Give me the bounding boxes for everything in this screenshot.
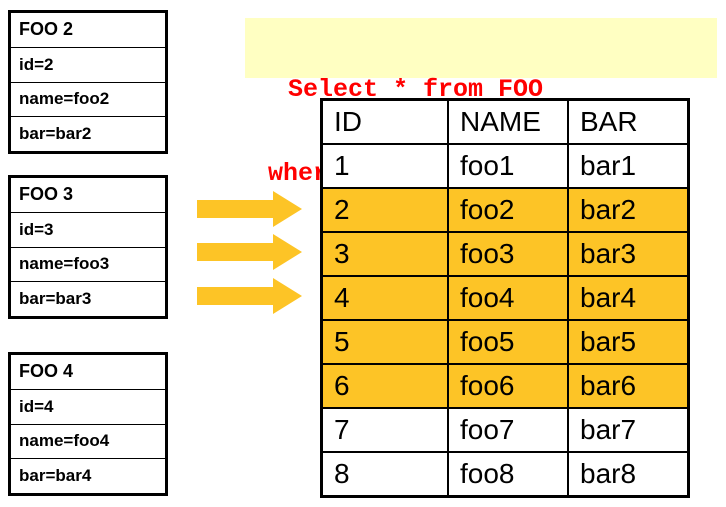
- record-box-title: FOO 3: [11, 178, 165, 213]
- result-table: ID NAME BAR 1 foo1 bar1 2 foo2 bar2 3 fo…: [320, 98, 690, 498]
- record-box-title: FOO 2: [11, 13, 165, 48]
- record-field-name: name=foo2: [11, 83, 165, 118]
- right-arrow-icon: [197, 234, 302, 270]
- table-row: 3 foo3 bar3: [320, 231, 690, 277]
- column-header-id: ID: [320, 98, 449, 145]
- column-header-bar: BAR: [567, 98, 690, 145]
- record-box-foo2: FOO 2 id=2 name=foo2 bar=bar2: [8, 10, 168, 154]
- sql-query-banner: Select * from FOO where id > 1 and id < …: [245, 18, 717, 188]
- cell-name: foo8: [447, 451, 569, 498]
- record-field-name: name=foo3: [11, 248, 165, 283]
- table-row: 1 foo1 bar1: [320, 143, 690, 189]
- cell-id: 4: [320, 275, 449, 321]
- cell-bar: bar2: [567, 187, 690, 233]
- right-arrow-icon: [197, 191, 302, 227]
- cell-name: foo3: [447, 231, 569, 277]
- table-header-row: ID NAME BAR: [320, 98, 690, 145]
- cell-bar: bar1: [567, 143, 690, 189]
- cell-name: foo2: [447, 187, 569, 233]
- cell-name: foo1: [447, 143, 569, 189]
- cell-bar: bar7: [567, 407, 690, 453]
- table-row: 5 foo5 bar5: [320, 319, 690, 365]
- cell-name: foo5: [447, 319, 569, 365]
- cell-id: 2: [320, 187, 449, 233]
- record-field-bar: bar=bar3: [19, 289, 92, 309]
- record-box-foo4: FOO 4 id=4 name=foo4 bar=bar4: [8, 352, 168, 496]
- cell-bar: bar6: [567, 363, 690, 409]
- record-box-foo3: FOO 3 id=3 name=foo3 bar=bar3: [8, 175, 168, 319]
- record-field-id: id=3: [11, 213, 165, 248]
- cell-bar: bar3: [567, 231, 690, 277]
- cell-id: 1: [320, 143, 449, 189]
- cell-id: 8: [320, 451, 449, 498]
- cell-name: foo4: [447, 275, 569, 321]
- table-row: 7 foo7 bar7: [320, 407, 690, 453]
- table-row: 4 foo4 bar4: [320, 275, 690, 321]
- cell-id: 7: [320, 407, 449, 453]
- record-field-bar: bar=bar2: [19, 124, 92, 144]
- cell-bar: bar4: [567, 275, 690, 321]
- cell-id: 5: [320, 319, 449, 365]
- table-row: 6 foo6 bar6: [320, 363, 690, 409]
- cell-id: 3: [320, 231, 449, 277]
- record-field-id: id=4: [11, 390, 165, 425]
- table-row: 2 foo2 bar2: [320, 187, 690, 233]
- cell-id: 6: [320, 363, 449, 409]
- record-field-id: id=2: [11, 48, 165, 83]
- cell-bar: bar8: [567, 451, 690, 498]
- record-field-name: name=foo4: [11, 425, 165, 460]
- cell-name: foo7: [447, 407, 569, 453]
- cell-name: foo6: [447, 363, 569, 409]
- right-arrow-icon: [197, 278, 302, 314]
- table-row: 8 foo8 bar8: [320, 451, 690, 498]
- cell-bar: bar5: [567, 319, 690, 365]
- column-header-name: NAME: [447, 98, 569, 145]
- record-field-bar: bar=bar4: [19, 466, 92, 486]
- record-box-title: FOO 4: [11, 355, 165, 390]
